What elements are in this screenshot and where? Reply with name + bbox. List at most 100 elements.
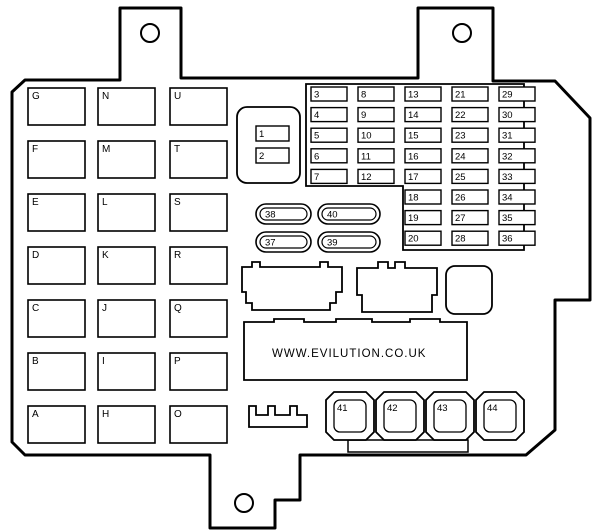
connector-middle (356, 261, 438, 313)
mini-fuse: 22 (451, 106, 489, 123)
mini-fuse-label: 18 (408, 193, 419, 204)
large-fuse-label: F (32, 144, 38, 155)
mini-fuse-label: 8 (361, 90, 366, 101)
mini-fuse-label: 11 (361, 151, 371, 162)
large-fuse: E (27, 193, 86, 232)
small-fuse-slot (255, 147, 290, 164)
relay-outer (375, 391, 425, 441)
mini-fuse: 25 (451, 168, 489, 185)
large-fuse: N (97, 87, 156, 126)
large-fuse-slot (97, 299, 156, 338)
mini-fuse-label: 24 (455, 151, 466, 162)
mini-fuse-slot (498, 168, 536, 185)
mini-fuse-slot (357, 106, 395, 123)
mini-fuse-label: 10 (361, 131, 372, 142)
bracket-bottom-left (248, 405, 308, 428)
large-fuse: B (27, 352, 86, 391)
large-fuse-label: H (102, 409, 109, 420)
mini-fuse: 16 (404, 148, 442, 164)
mini-fuse-label: 12 (361, 172, 372, 183)
relay-inner (383, 399, 417, 433)
large-fuse-label: G (32, 91, 40, 102)
large-fuse-label: A (32, 409, 39, 420)
mini-fuse: 21 (451, 86, 489, 102)
mini-fuse-slot (451, 106, 489, 123)
mini-fuse: 32 (498, 148, 536, 164)
mini-fuse-label: 3 (314, 90, 319, 101)
mini-fuse: 4 (310, 106, 348, 123)
mini-fuse-slot (404, 106, 442, 123)
mini-fuse-label: 34 (502, 193, 513, 204)
mini-fuse-label: 14 (408, 110, 419, 121)
mini-fuse: 7 (310, 168, 348, 185)
oval-fuse-outer (255, 231, 312, 253)
large-fuse: C (27, 299, 86, 338)
oval-fuse: 39 (317, 231, 381, 253)
oval-fuse-label: 40 (327, 210, 338, 221)
large-fuse-slot (97, 246, 156, 285)
large-fuse: T (169, 140, 228, 179)
large-fuse-label: L (102, 197, 108, 208)
oval-fuse-inner (259, 235, 308, 249)
mini-fuse: 28 (451, 230, 489, 246)
oval-fuse: 37 (255, 231, 312, 253)
mini-fuse: 6 (310, 148, 348, 164)
mini-fuse: 14 (404, 106, 442, 123)
small-fuse-label: 1 (259, 129, 264, 140)
large-fuse-label: P (174, 356, 181, 367)
mini-fuse-label: 19 (408, 213, 419, 224)
large-fuse-slot (169, 299, 228, 338)
mini-fuse-slot (357, 168, 395, 185)
mini-fuse-label: 13 (408, 90, 419, 101)
mini-fuse-label: 16 (408, 151, 419, 162)
large-fuse-slot (169, 246, 228, 285)
large-fuse-slot (27, 405, 86, 444)
small-fuse-label: 2 (259, 151, 264, 162)
mini-fuse-slot (357, 86, 395, 102)
mini-fuse: 11 (357, 148, 395, 164)
oval-fuse-label: 39 (327, 238, 338, 249)
mini-fuse: 34 (498, 189, 536, 205)
large-fuse: L (97, 193, 156, 232)
watermark: WWW.EVILUTION.CO.UK (272, 348, 426, 360)
large-fuse: F (27, 140, 86, 179)
mini-fuse: 18 (404, 189, 442, 205)
oval-fuse: 40 (317, 203, 381, 225)
large-fuse-slot (169, 352, 228, 391)
mount-hole-top-right (452, 23, 472, 43)
mini-fuse-slot (310, 168, 348, 185)
relay: 41 (325, 391, 375, 441)
mount-hole-top-left (140, 23, 160, 43)
mini-fuse-slot (451, 230, 489, 246)
mini-fuse-slot (498, 106, 536, 123)
mini-fuse: 15 (404, 127, 442, 143)
large-fuse-slot (27, 87, 86, 126)
mini-fuse-slot (310, 106, 348, 123)
mini-fuse-label: 20 (408, 234, 419, 245)
large-fuse-label: T (174, 144, 180, 155)
mini-fuse-slot (451, 86, 489, 102)
mini-fuse: 36 (498, 230, 536, 246)
relay-inner (483, 399, 517, 433)
mini-fuse-label: 25 (455, 172, 466, 183)
mini-fuse-slot (404, 86, 442, 102)
mini-fuse-label: 22 (455, 110, 466, 121)
mini-fuse: 33 (498, 168, 536, 185)
mini-fuse: 10 (357, 127, 395, 143)
large-fuse-label: M (102, 144, 110, 155)
mini-fuse: 19 (404, 209, 442, 226)
mini-fuse-slot (451, 127, 489, 143)
mini-fuse-label: 33 (502, 172, 513, 183)
oval-fuse: 38 (255, 203, 312, 225)
mini-fuse-slot (404, 230, 442, 246)
oval-fuse-label: 37 (265, 238, 276, 249)
large-fuse-label: R (174, 250, 181, 261)
mini-fuse-label: 15 (408, 131, 419, 142)
large-fuse-label: K (102, 250, 109, 261)
large-fuse-slot (27, 246, 86, 285)
main-connector-block (243, 318, 468, 381)
mini-fuse-label: 30 (502, 110, 513, 121)
mini-fuse-label: 26 (455, 193, 466, 204)
large-fuse: P (169, 352, 228, 391)
